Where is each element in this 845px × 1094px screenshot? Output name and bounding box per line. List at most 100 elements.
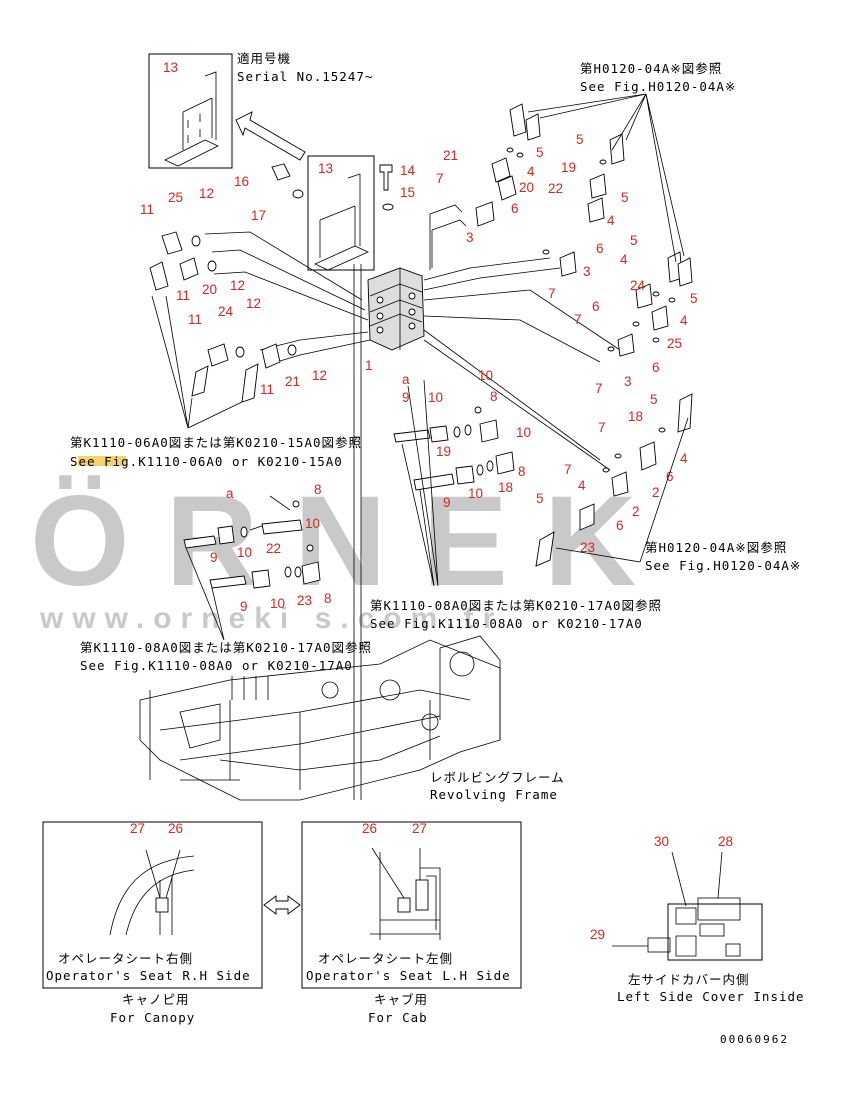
left-lower-fittings — [183, 500, 321, 589]
callout-26-b: 26 — [362, 821, 377, 836]
callout-8-c: 8 — [314, 482, 322, 497]
callout-13: 13 — [318, 161, 333, 176]
callout-12-c: 12 — [246, 296, 261, 311]
callout-7-d: 7 — [595, 381, 603, 396]
callout-6-c: 6 — [592, 299, 600, 314]
callout-a-center: a — [402, 372, 410, 387]
canopy-part-27 — [155, 897, 169, 913]
callout-10-e: 10 — [305, 516, 320, 531]
callout-15: 15 — [400, 185, 415, 200]
bolt-14 — [379, 164, 393, 191]
callout-20-b: 20 — [519, 180, 534, 195]
canopy-seat-drawing — [109, 855, 195, 936]
callout-11-c: 11 — [188, 312, 202, 327]
callout-25-b: 25 — [667, 336, 682, 351]
serial-label-jp: 適用号機 — [237, 51, 291, 66]
callout-27-b: 27 — [412, 821, 427, 836]
callout-10-g: 10 — [270, 596, 285, 611]
callout-1: 1 — [365, 358, 373, 373]
side-cover-en: Left Side Cover Inside — [617, 989, 805, 1004]
drawing-code: 00060962 — [720, 1033, 789, 1046]
callout-7-a: 7 — [436, 171, 444, 186]
callout-17: 17 — [251, 208, 266, 223]
callout-25-a: 25 — [168, 190, 183, 205]
callout-24-b: 24 — [630, 278, 646, 293]
callout-4-a: 4 — [527, 164, 535, 179]
callout-8-d: 8 — [324, 591, 332, 606]
callout-24-a: 24 — [218, 304, 234, 319]
left-fittings — [149, 231, 297, 403]
callout-7-b: 7 — [548, 286, 556, 301]
callout-5-d: 5 — [630, 233, 638, 248]
bolt-16 — [271, 163, 291, 181]
callout-4-c: 4 — [620, 252, 628, 267]
callout-22-b: 22 — [548, 181, 563, 196]
callout-12-a: 12 — [199, 186, 214, 201]
callout-30: 30 — [654, 834, 669, 849]
callout-9-b: 9 — [443, 495, 451, 510]
callout-11-d: 11 — [260, 382, 274, 397]
callout-21-b: 21 — [443, 148, 458, 163]
washer-15 — [382, 203, 394, 211]
callout-14: 14 — [400, 163, 416, 178]
callout-5-g: 5 — [536, 491, 544, 506]
ref-h0120-mid-en: See Fig.H0120-04A※ — [645, 558, 801, 573]
callout-16: 16 — [234, 174, 249, 189]
side-cover-box — [647, 897, 763, 961]
cab-seat-drawing — [370, 852, 441, 940]
callout-2-b: 2 — [632, 504, 640, 519]
ref-h0120-mid-jp: 第H0120-04A※図参照 — [645, 540, 787, 555]
callout-22-a: 22 — [266, 541, 281, 556]
callout-10-d: 10 — [468, 486, 483, 501]
callout-5-e: 5 — [690, 291, 698, 306]
callout-10-a: 10 — [428, 390, 443, 405]
callout-29: 29 — [590, 927, 605, 942]
double-arrow — [263, 895, 301, 915]
callout-9-a: 9 — [402, 390, 410, 405]
callout-3-c: 3 — [624, 374, 632, 389]
cab-seat-panel — [301, 821, 522, 989]
callout-5-c: 5 — [621, 190, 629, 205]
callout-3-b: 3 — [583, 264, 591, 279]
callout-4-b: 4 — [607, 213, 615, 228]
callout-9-c: 9 — [210, 550, 218, 565]
ref-k1110-08-center-jp: 第K1110-08A0図または第K0210-17A0図参照 — [370, 598, 662, 613]
cab-part-27 — [415, 879, 429, 911]
control-valve — [367, 267, 425, 351]
callout-8-a: 8 — [490, 389, 498, 404]
canopy-label-jp: キャノピ用 — [122, 992, 190, 1007]
serial-label-en: Serial No.15247~ — [237, 69, 373, 84]
callout-a-left: a — [226, 486, 234, 501]
callout-9-d: 9 — [240, 599, 248, 614]
watermark-umlaut-mark — [78, 456, 126, 466]
callout-3-a: 3 — [466, 230, 474, 245]
callout-13-inset: 13 — [163, 60, 178, 75]
callout-19-b: 19 — [561, 160, 576, 175]
cab-part-26 — [397, 897, 411, 913]
cab-label-jp: キャブ用 — [374, 992, 428, 1007]
callout-19-a: 19 — [436, 444, 451, 459]
callout-6-d: 6 — [652, 360, 660, 375]
watermark-url: www.orneki s.com.tr — [39, 602, 503, 635]
side-cover-jp: 左サイドカバー内側 — [628, 972, 750, 987]
frame-label-en: Revolving Frame — [430, 787, 558, 802]
seat-lh-jp: オペレータシート左側 — [318, 951, 453, 966]
callout-12-d: 12 — [312, 368, 327, 383]
callout-5-a: 5 — [536, 145, 544, 160]
callout-18-b: 18 — [628, 409, 643, 424]
ref-k1110-08-left-en: See Fig.K1110-08A0 or K0210-17A0 — [80, 658, 353, 673]
callout-23-a: 23 — [297, 593, 312, 608]
bracket-box — [307, 155, 375, 271]
revolving-frame — [139, 635, 501, 801]
ref-k1110-08-left-jp: 第K1110-08A0図または第K0210-17A0図参照 — [80, 640, 372, 655]
callout-27-a: 27 — [130, 821, 145, 836]
callout-4-e: 4 — [680, 451, 688, 466]
callout-6-e: 6 — [666, 469, 674, 484]
callout-2-a: 2 — [652, 485, 660, 500]
hollow-arrow — [235, 111, 306, 161]
callout-4-f: 4 — [578, 478, 586, 493]
cab-label-en: For Cab — [368, 1010, 428, 1025]
callout-21-a: 21 — [285, 374, 300, 389]
